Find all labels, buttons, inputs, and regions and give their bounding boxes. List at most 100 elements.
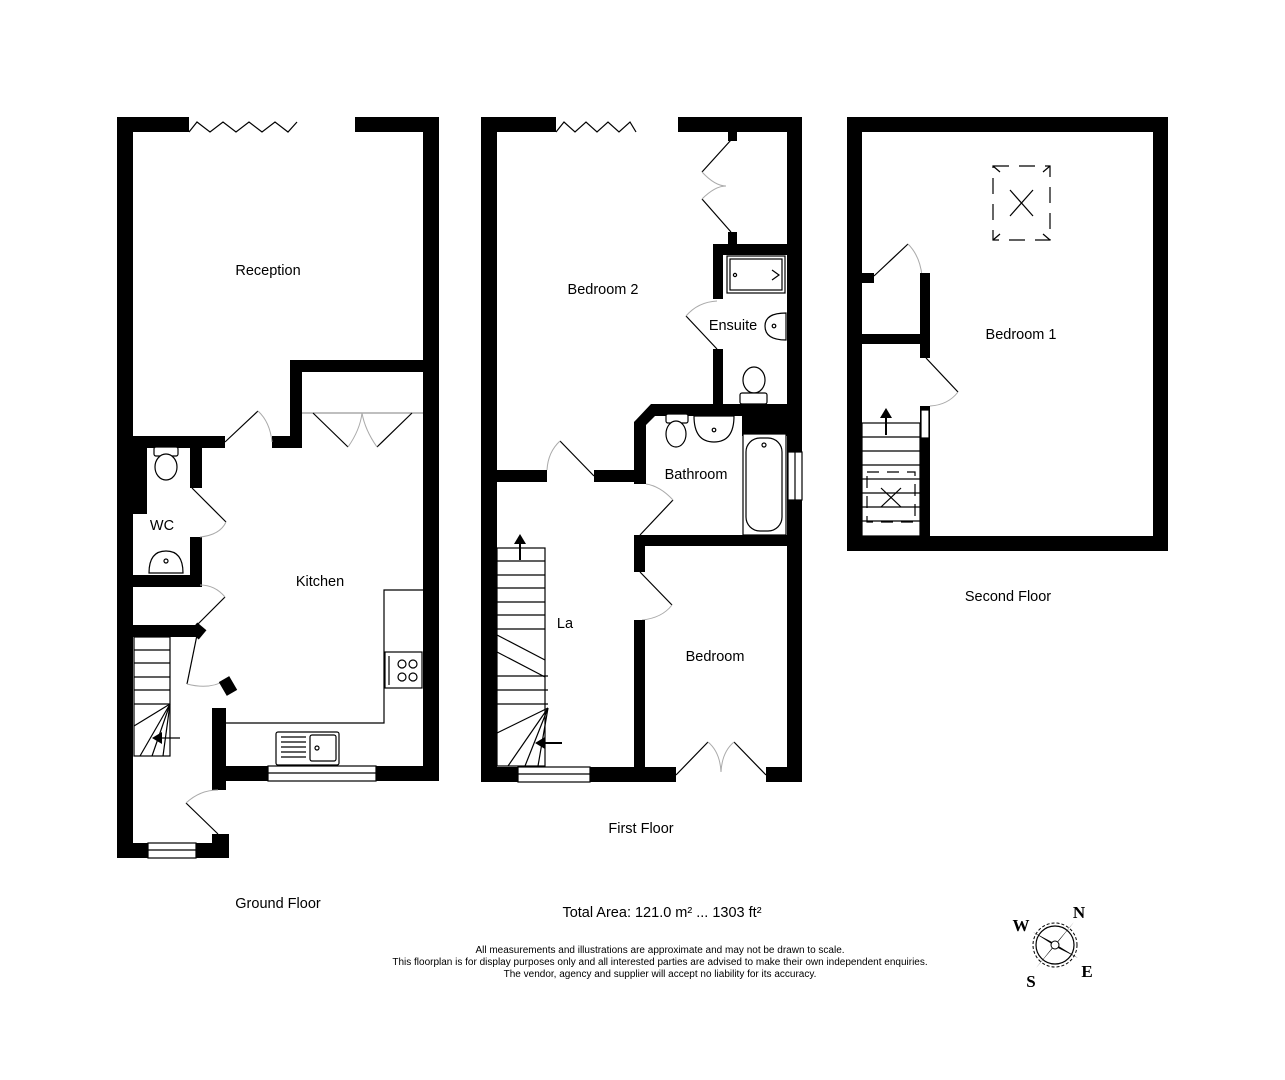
room-label-reception: Reception [235,263,300,279]
window-icon [920,409,930,439]
wall [713,349,723,416]
ground-floor-plan [117,117,439,859]
wall [713,244,802,255]
wall [190,448,202,488]
wall [117,117,189,132]
bifold-door-icon [555,121,637,133]
bifold-door-icon [188,121,298,133]
basin-icon [693,415,735,443]
door-swing-icon [641,604,673,621]
door-icon [685,315,718,350]
shower-tray-icon [726,255,786,294]
wall [862,273,874,283]
floor-label-first: First Floor [608,821,673,837]
toilet-cistern-icon [739,392,768,405]
door-icon [191,487,227,523]
compass-e: E [1081,962,1092,981]
room-label-bedroom: Bedroom [686,649,745,665]
wall [423,117,439,781]
door-swing-icon [707,741,735,773]
worktop [226,589,423,724]
wall [189,622,207,640]
wall [355,117,439,132]
room-label-bedroom-1: Bedroom 1 [986,327,1057,343]
wall [920,273,930,358]
wall [713,244,723,299]
compass-w: W [1013,916,1030,935]
toilet-icon [742,366,766,394]
door-icon [701,198,732,233]
wall [117,436,225,448]
compass-n: N [1073,903,1086,922]
wall [728,132,737,141]
door-swing-icon [257,410,273,443]
door-swing-icon [546,440,561,471]
door-icon [925,357,959,393]
skylight-icon [866,471,916,523]
wall [920,406,930,546]
wall [634,620,645,782]
door-icon [195,596,226,627]
basin-icon [148,550,184,574]
wall [766,767,802,782]
door-swing-icon [701,171,727,200]
wall [678,117,802,132]
wall [190,537,202,587]
wall [481,470,547,482]
door-icon [733,741,767,776]
door-icon [639,499,674,536]
first-floor-plan [481,117,803,783]
room-label-wc: WC [150,518,174,534]
wall [1153,117,1168,551]
door-icon [675,741,709,776]
compass-s: S [1026,972,1035,991]
door-icon [559,440,595,477]
room-label-landing: La [557,616,574,632]
wall [218,676,238,696]
compass-rose-icon: N W S E [1013,903,1093,991]
wall [290,360,430,372]
disclaimer-line-1: All measurements and illustrations are a… [475,945,844,956]
hob-icon [384,651,423,689]
door-swing-icon [185,789,219,804]
door-swing-icon [929,391,959,407]
wall [481,117,497,782]
wall [728,232,737,244]
bath-icon [742,433,787,536]
toilet-icon [665,420,687,448]
wall [742,404,787,436]
door-icon [224,410,259,443]
skylight-icon [992,165,1051,241]
wall [117,575,202,587]
door-icon [701,139,732,173]
wall [787,117,802,782]
door-swing-icon [199,521,227,538]
wall [847,117,1168,132]
door-icon [639,571,673,606]
basin-drain [163,558,169,564]
floor-label-ground: Ground Floor [235,896,321,912]
disclaimer-line-2: This floorplan is for display purposes o… [392,957,927,968]
disclaimer-line-3: The vendor, agency and supplier will acc… [504,969,817,980]
door-swing-icon [199,584,226,598]
door-icon [312,412,349,448]
room-label-bathroom: Bathroom [665,467,728,483]
wall [847,536,1168,551]
door-swing-icon [685,300,718,317]
door-swing-icon [361,412,378,448]
wall [117,625,199,637]
room-label-bedroom-2: Bedroom 2 [568,282,639,298]
room-label-ensuite: Ensuite [709,318,757,334]
wall [634,535,802,546]
toilet-icon [154,453,178,481]
floor-label-second: Second Floor [965,589,1051,605]
wall [481,117,556,132]
second-floor-plan [847,117,1168,551]
door-icon [185,802,219,835]
wall [594,470,646,482]
door-swing-icon [645,483,674,501]
room-label-kitchen: Kitchen [296,574,344,590]
arrow-head [152,732,162,744]
door-icon [186,634,198,685]
